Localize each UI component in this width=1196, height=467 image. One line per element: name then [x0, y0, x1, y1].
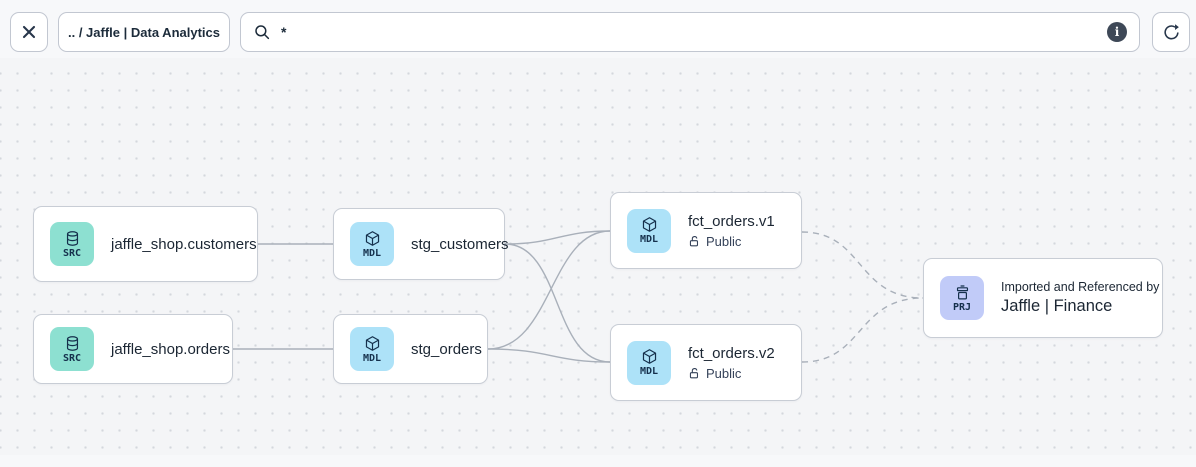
access-row: Public	[688, 366, 775, 381]
refresh-button[interactable]	[1152, 12, 1190, 52]
cube-icon	[642, 217, 656, 232]
database-icon	[66, 335, 78, 351]
node-title: stg_orders	[411, 340, 482, 358]
lock-open-icon	[689, 367, 699, 378]
model-badge: MDL	[627, 208, 671, 253]
node-jaffle-shop-customers[interactable]: SRC jaffle_shop.customers	[33, 206, 258, 282]
node-title: stg_customers	[411, 235, 509, 253]
info-glyph: i	[1114, 25, 1120, 39]
breadcrumb-label: .. / Jaffle | Data Analytics	[68, 24, 220, 40]
node-jaffle-shop-orders[interactable]: SRC jaffle_shop.orders	[33, 314, 233, 384]
project-badge: PRJ	[940, 276, 984, 320]
badge-label: MDL	[639, 234, 659, 245]
refresh-icon	[1163, 23, 1179, 39]
cube-icon	[365, 335, 379, 351]
source-badge: SRC	[50, 222, 94, 266]
info-icon[interactable]: i	[1107, 22, 1127, 42]
node-stg-customers[interactable]: MDL stg_customers	[333, 208, 509, 280]
database-icon	[66, 230, 78, 246]
badge-label: MDL	[362, 352, 382, 364]
node-title: jaffle_shop.customers	[111, 235, 257, 253]
search-input[interactable]	[281, 24, 1097, 40]
badge-label: MDL	[362, 247, 382, 259]
search-icon	[255, 25, 270, 40]
access-label: Public	[706, 233, 742, 249]
node-project-jaffle-finance[interactable]: PRJ Imported and Referenced by Jaffle | …	[923, 258, 1163, 338]
project-icon	[956, 284, 968, 299]
node-text-column: Imported and Referenced by Jaffle | Fina…	[1001, 280, 1159, 316]
cube-icon	[365, 230, 379, 246]
access-row: Public	[688, 234, 775, 249]
close-icon	[22, 25, 36, 39]
lock-open-icon	[689, 235, 699, 246]
breadcrumb[interactable]: .. / Jaffle | Data Analytics	[58, 12, 230, 52]
node-fct-orders-v1[interactable]: MDL fct_orders.v1 Public	[610, 192, 802, 269]
node-text-column: fct_orders.v2 Public	[688, 345, 775, 381]
node-text-column: fct_orders.v1 Public	[688, 213, 775, 249]
node-title: jaffle_shop.orders	[111, 340, 230, 358]
node-fct-orders-v2[interactable]: MDL fct_orders.v2 Public	[610, 324, 802, 401]
badge-label: MDL	[639, 366, 659, 377]
node-title: Jaffle | Finance	[1001, 297, 1113, 315]
node-title: fct_orders.v2	[688, 344, 775, 362]
node-title: fct_orders.v1	[688, 212, 775, 230]
project-subtitle: Imported and Referenced by	[1001, 280, 1160, 294]
search-bar[interactable]: i	[240, 12, 1140, 52]
cube-icon	[642, 349, 656, 364]
model-badge: MDL	[350, 327, 394, 371]
model-badge: MDL	[350, 222, 394, 266]
access-label: Public	[706, 365, 742, 381]
node-stg-orders[interactable]: MDL stg_orders	[333, 314, 488, 384]
badge-label: SRC	[62, 247, 82, 259]
close-button[interactable]	[10, 12, 48, 52]
source-badge: SRC	[50, 327, 94, 371]
badge-label: SRC	[62, 352, 82, 364]
badge-label: PRJ	[952, 301, 972, 313]
model-badge: MDL	[627, 340, 671, 385]
